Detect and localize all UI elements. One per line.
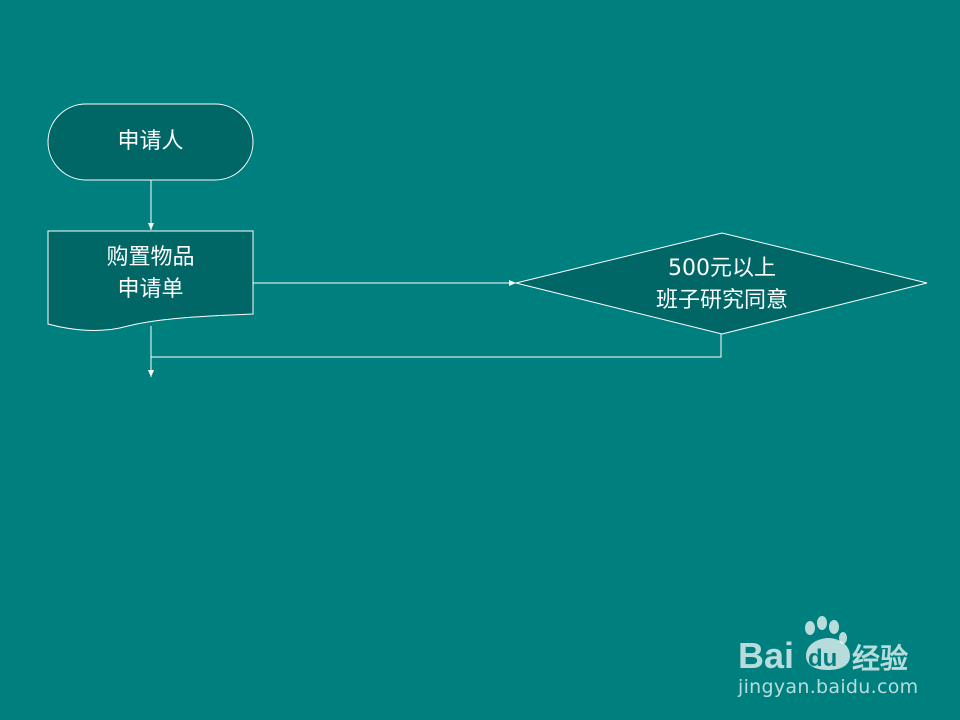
paw-icon bbox=[805, 616, 850, 670]
svg-text:du: du bbox=[808, 645, 837, 672]
form-node-line2: 申请单 bbox=[117, 277, 184, 302]
svg-text:经验: 经验 bbox=[852, 642, 908, 675]
form-node-line1: 购置物品 bbox=[106, 245, 195, 270]
decision-node-line2: 班子研究同意 bbox=[655, 288, 788, 313]
start-node-text: 申请人 bbox=[117, 129, 184, 154]
form-node-shape bbox=[47, 230, 254, 331]
watermark-url: jingyan.baidu.com bbox=[738, 676, 919, 698]
decision-node-label: 500元以上 班子研究同意 bbox=[600, 253, 844, 317]
svg-text:Bai: Bai bbox=[738, 635, 794, 676]
decision-node-line1: 500元以上 bbox=[668, 256, 776, 281]
form-node-label: 购置物品 申请单 bbox=[48, 242, 253, 306]
start-node-label: 申请人 bbox=[48, 126, 253, 158]
decision-node-shape bbox=[515, 232, 928, 335]
return-line bbox=[151, 334, 722, 358]
baidu-jingyan-logo: Bai du 经验 bbox=[738, 616, 908, 676]
